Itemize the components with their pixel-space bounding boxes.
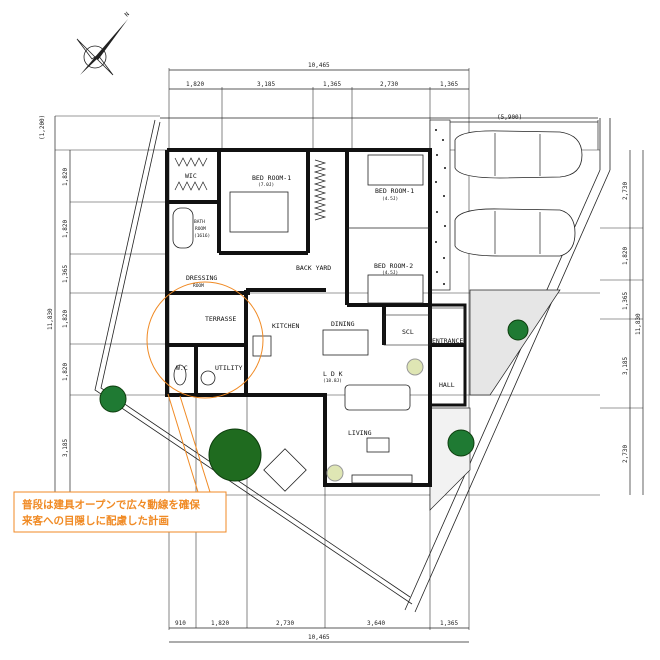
annotation-line-2: 来客への目隠しに配慮した計画 bbox=[21, 514, 169, 527]
stove-icon bbox=[252, 335, 272, 357]
room-bath-1: BATH bbox=[194, 219, 205, 225]
bed-icon bbox=[367, 274, 424, 304]
room-ldk: L D K bbox=[323, 370, 343, 378]
room-bedroom-1-main: BED ROOM-1 bbox=[252, 174, 291, 182]
compass-north-label: N bbox=[123, 11, 131, 19]
tree-icon bbox=[208, 428, 262, 482]
dim-left-2: 1,820 bbox=[62, 220, 69, 238]
room-dining: DINING bbox=[331, 320, 355, 328]
bathtub-icon bbox=[172, 207, 194, 249]
dim-bottom-5: 1,365 bbox=[440, 620, 458, 627]
design-annotation: 普段は建具オープンで広々動線を確保 来客への目隠しに配慮した計画 bbox=[13, 281, 264, 533]
car-icon bbox=[454, 208, 576, 257]
room-bedroom-1-size: (4.5J) bbox=[382, 196, 398, 202]
room-utility: UTILITY bbox=[215, 364, 242, 372]
dim-right-3: 1,365 bbox=[622, 292, 629, 310]
shrub-icon bbox=[406, 358, 424, 376]
dim-top-total: 10,465 bbox=[308, 62, 330, 69]
dining-table-icon bbox=[322, 329, 369, 356]
dim-left-setback: (1,200) bbox=[39, 115, 46, 140]
room-scl: SCL bbox=[402, 328, 414, 336]
room-bedroom-2: BED ROOM-2 bbox=[374, 262, 413, 270]
coffee-table-icon bbox=[366, 437, 390, 453]
tree-icon bbox=[507, 319, 529, 341]
room-kitchen: KITCHEN bbox=[272, 322, 299, 330]
toilet-icon bbox=[173, 364, 187, 386]
dim-left-4: 1,820 bbox=[62, 310, 69, 328]
tv-board-icon bbox=[351, 474, 413, 484]
dim-left-5: 1,820 bbox=[62, 363, 69, 381]
room-bath-2: ROOM bbox=[195, 226, 206, 232]
dim-left-6: 3,185 bbox=[62, 439, 69, 457]
room-hall: HALL bbox=[439, 381, 455, 389]
washer-icon bbox=[200, 370, 216, 386]
site-boundary bbox=[94, 117, 611, 613]
tree-icon bbox=[447, 429, 475, 457]
room-dressing-1: DRESSING bbox=[186, 274, 217, 282]
room-dressing-2: ROOM bbox=[193, 283, 204, 289]
dim-right-5: 2,730 bbox=[622, 445, 629, 463]
room-back-yard: BACK YARD bbox=[296, 264, 331, 272]
room-bedroom-1: BED ROOM-1 bbox=[375, 187, 414, 195]
dim-bottom-total: 10,465 bbox=[308, 634, 330, 641]
car-icon bbox=[454, 130, 583, 179]
room-wic: WIC bbox=[185, 172, 197, 180]
room-terrasse: TERRASSE bbox=[205, 315, 236, 323]
room-ldk-size: (18.8J) bbox=[323, 378, 342, 384]
room-bedroom-1-main-size: (7.0J) bbox=[258, 182, 274, 188]
room-entrance: ENTRANCE bbox=[432, 337, 463, 345]
dim-bottom-1: 910 bbox=[175, 620, 186, 627]
dim-bottom-2: 1,820 bbox=[211, 620, 229, 627]
room-wc: W.C bbox=[176, 364, 188, 372]
tree-icon bbox=[99, 385, 127, 413]
dim-top-1: 1,820 bbox=[186, 81, 204, 88]
right-dimensions: 2,730 1,820 1,365 3,185 2,730 11,830 bbox=[600, 150, 644, 495]
furniture bbox=[172, 154, 466, 492]
room-bedroom-2-size: (4.5J) bbox=[382, 270, 398, 276]
sofa-icon bbox=[344, 384, 411, 411]
room-bath-3: (1616) bbox=[194, 233, 210, 239]
north-compass-icon: N bbox=[76, 11, 131, 76]
dim-top-2: 3,185 bbox=[257, 81, 275, 88]
dim-left-3: 1,365 bbox=[62, 265, 69, 283]
dim-parking-width: (5,900) bbox=[497, 114, 522, 121]
trees bbox=[99, 319, 529, 482]
bed-icon bbox=[229, 191, 289, 233]
patio-table-icon bbox=[263, 448, 307, 492]
dim-right-total: 11,830 bbox=[635, 313, 642, 335]
dim-bottom-3: 2,730 bbox=[276, 620, 294, 627]
dim-right-1: 2,730 bbox=[622, 182, 629, 200]
dim-right-2: 1,820 bbox=[622, 247, 629, 265]
room-living: LIVING bbox=[348, 429, 372, 437]
dim-right-4: 3,185 bbox=[622, 357, 629, 375]
bed-icon bbox=[367, 154, 424, 186]
shrub-icon bbox=[326, 464, 344, 482]
annotation-line-1: 普段は建具オープンで広々動線を確保 bbox=[22, 498, 200, 511]
dim-left-1: 1,820 bbox=[62, 168, 69, 186]
dim-top-5: 1,365 bbox=[440, 81, 458, 88]
dim-bottom-4: 3,640 bbox=[367, 620, 385, 627]
dim-top-3: 1,365 bbox=[323, 81, 341, 88]
dim-top-4: 2,730 bbox=[380, 81, 398, 88]
dim-left-total: 11,830 bbox=[47, 308, 54, 330]
room-labels: WIC BED ROOM-1 (7.0J) BATH ROOM (1616) D… bbox=[176, 172, 463, 437]
